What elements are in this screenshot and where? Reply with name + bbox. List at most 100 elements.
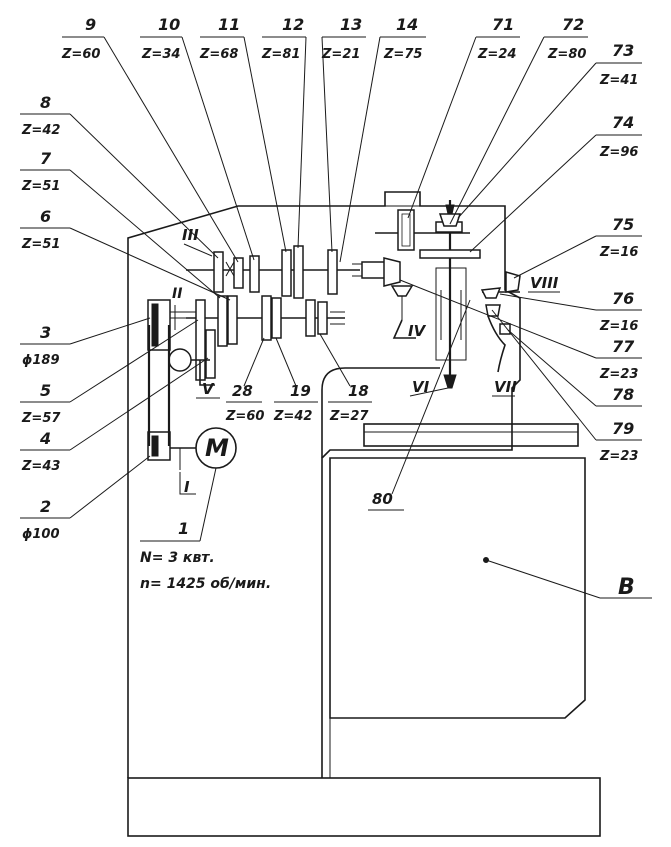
bevel-VI xyxy=(443,374,457,389)
label-z14: Z=75 xyxy=(383,47,422,62)
label-z12: Z=81 xyxy=(261,47,300,62)
label-z6: Z=51 xyxy=(21,237,60,252)
label-1: 1 xyxy=(178,519,189,538)
label-z76: Z=16 xyxy=(599,319,638,334)
label-z7: Z=51 xyxy=(21,179,60,194)
shaft-label-VI: VI xyxy=(412,378,430,396)
gear-11 xyxy=(281,249,292,297)
gear-18b xyxy=(317,301,328,335)
label-11: 11 xyxy=(218,15,240,34)
label-7: 7 xyxy=(40,149,52,168)
label-z71: Z=24 xyxy=(477,47,516,62)
motor-speed: n= 1425 об/мин. xyxy=(140,576,271,592)
gear-78 xyxy=(499,323,511,335)
label-4: 4 xyxy=(39,429,51,448)
gear-76 xyxy=(480,287,502,299)
label-76: 76 xyxy=(612,289,634,308)
pulley-2 xyxy=(147,431,171,461)
label-10: 10 xyxy=(158,15,180,34)
label-5: 5 xyxy=(40,381,51,400)
gear-71 xyxy=(397,209,415,251)
shaft-label-II: II xyxy=(172,286,182,302)
bevel-IV xyxy=(390,285,414,297)
label-2: 2 xyxy=(40,497,51,516)
label-72: 72 xyxy=(562,15,584,34)
work-table xyxy=(363,423,579,447)
gear-14 xyxy=(383,257,401,287)
vertical-housing xyxy=(435,267,467,361)
shaft-label-VIII: VIII xyxy=(530,274,559,292)
gear-13 xyxy=(327,249,338,295)
label-78: 78 xyxy=(612,385,634,404)
label-14: 14 xyxy=(396,15,418,34)
label-73: 73 xyxy=(612,41,634,60)
label-z73: Z=41 xyxy=(599,73,638,88)
label-z19: Z=42 xyxy=(273,409,312,424)
shaft-label-VII: VII xyxy=(494,378,517,396)
label-z8: Z=42 xyxy=(21,123,60,138)
label-z5: Z=57 xyxy=(21,411,61,426)
label-z10: Z=34 xyxy=(141,47,180,62)
shaft-label-IV: IV xyxy=(408,322,427,340)
gear-10 xyxy=(249,255,260,293)
gear-6 xyxy=(227,295,238,345)
label-z74: Z=96 xyxy=(599,145,638,160)
gear-V-wheel xyxy=(168,348,192,372)
label-z72: Z=80 xyxy=(547,47,586,62)
shaft-label-I: I xyxy=(184,478,190,496)
shaft-labels: III II V I IV VI VII VIII xyxy=(172,226,560,496)
gear-75 xyxy=(505,271,521,293)
label-z4: Z=43 xyxy=(21,459,60,474)
label-d2: ϕ100 xyxy=(22,527,60,542)
gear-8 xyxy=(213,251,224,293)
label-19: 19 xyxy=(290,382,311,400)
view-label-B: B xyxy=(618,575,635,600)
label-z11: Z=68 xyxy=(199,47,238,62)
label-z18: Z=27 xyxy=(329,409,369,424)
pulley-3 xyxy=(147,299,171,351)
console-top xyxy=(321,367,440,458)
label-18: 18 xyxy=(348,382,369,400)
gear-73 xyxy=(438,213,462,227)
gear-12 xyxy=(293,245,304,299)
label-8: 8 xyxy=(40,93,51,112)
label-13: 13 xyxy=(340,15,362,34)
label-28: 28 xyxy=(232,382,253,400)
label-d3: ϕ189 xyxy=(22,353,60,368)
knee-block xyxy=(329,457,586,719)
motor-label: M xyxy=(205,434,229,462)
label-79: 79 xyxy=(612,419,634,438)
label-z77: Z=23 xyxy=(599,367,638,382)
label-9: 9 xyxy=(85,15,96,34)
gear-28 xyxy=(261,295,272,341)
shaft-label-V: V xyxy=(202,380,215,398)
motor-caption: 1 N= 3 квт. n= 1425 об/мин. xyxy=(140,467,271,592)
gear-18a xyxy=(305,299,316,337)
label-z75: Z=16 xyxy=(599,245,638,260)
machine-body xyxy=(127,191,601,837)
machine-base xyxy=(127,777,601,837)
shaft-label-III: III xyxy=(182,226,199,244)
label-77: 77 xyxy=(612,337,635,356)
gear-19 xyxy=(271,297,282,339)
label-z13: Z=21 xyxy=(321,47,360,62)
label-80: 80 xyxy=(372,490,393,508)
gear-74 xyxy=(419,249,481,259)
label-75: 75 xyxy=(612,215,634,234)
gear-9 xyxy=(233,257,244,289)
label-z9: Z=60 xyxy=(61,47,100,62)
bottom-labels: 28 Z=60 19 Z=42 18 Z=27 80 xyxy=(225,299,471,511)
right-labels: 75 Z=16 76 Z=16 77 Z=23 78 79 Z=23 xyxy=(399,215,642,464)
gear-7 xyxy=(217,295,228,347)
label-6: 6 xyxy=(40,207,51,226)
label-12: 12 xyxy=(282,15,304,34)
label-z79: Z=23 xyxy=(599,449,638,464)
motor-power: N= 3 квт. xyxy=(140,550,215,566)
gear-4 xyxy=(205,329,216,379)
left-labels: 8 Z=42 7 Z=51 6 Z=51 3 ϕ189 5 Z=57 4 Z=4… xyxy=(20,93,231,542)
label-z28: Z=60 xyxy=(225,409,264,424)
label-71: 71 xyxy=(492,15,514,34)
gears xyxy=(147,204,521,470)
top-labels: 9 Z=60 10 Z=34 11 Z=68 12 Z=81 13 Z=21 1… xyxy=(61,15,642,263)
